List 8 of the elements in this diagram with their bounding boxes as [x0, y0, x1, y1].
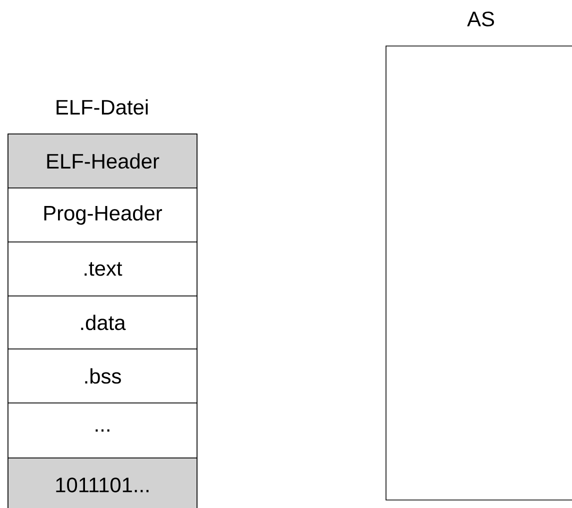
section-box: Prog-Header	[8, 188, 198, 242]
section-box: ...	[8, 402, 198, 458]
address-space-box: AS	[386, 12, 572, 500]
section-box: .text	[8, 242, 198, 296]
section-box: 1011101...	[8, 458, 198, 508]
section-box: .data	[8, 296, 198, 350]
section-box: .bss	[8, 348, 198, 404]
section-box: ELF-Header	[8, 134, 198, 188]
